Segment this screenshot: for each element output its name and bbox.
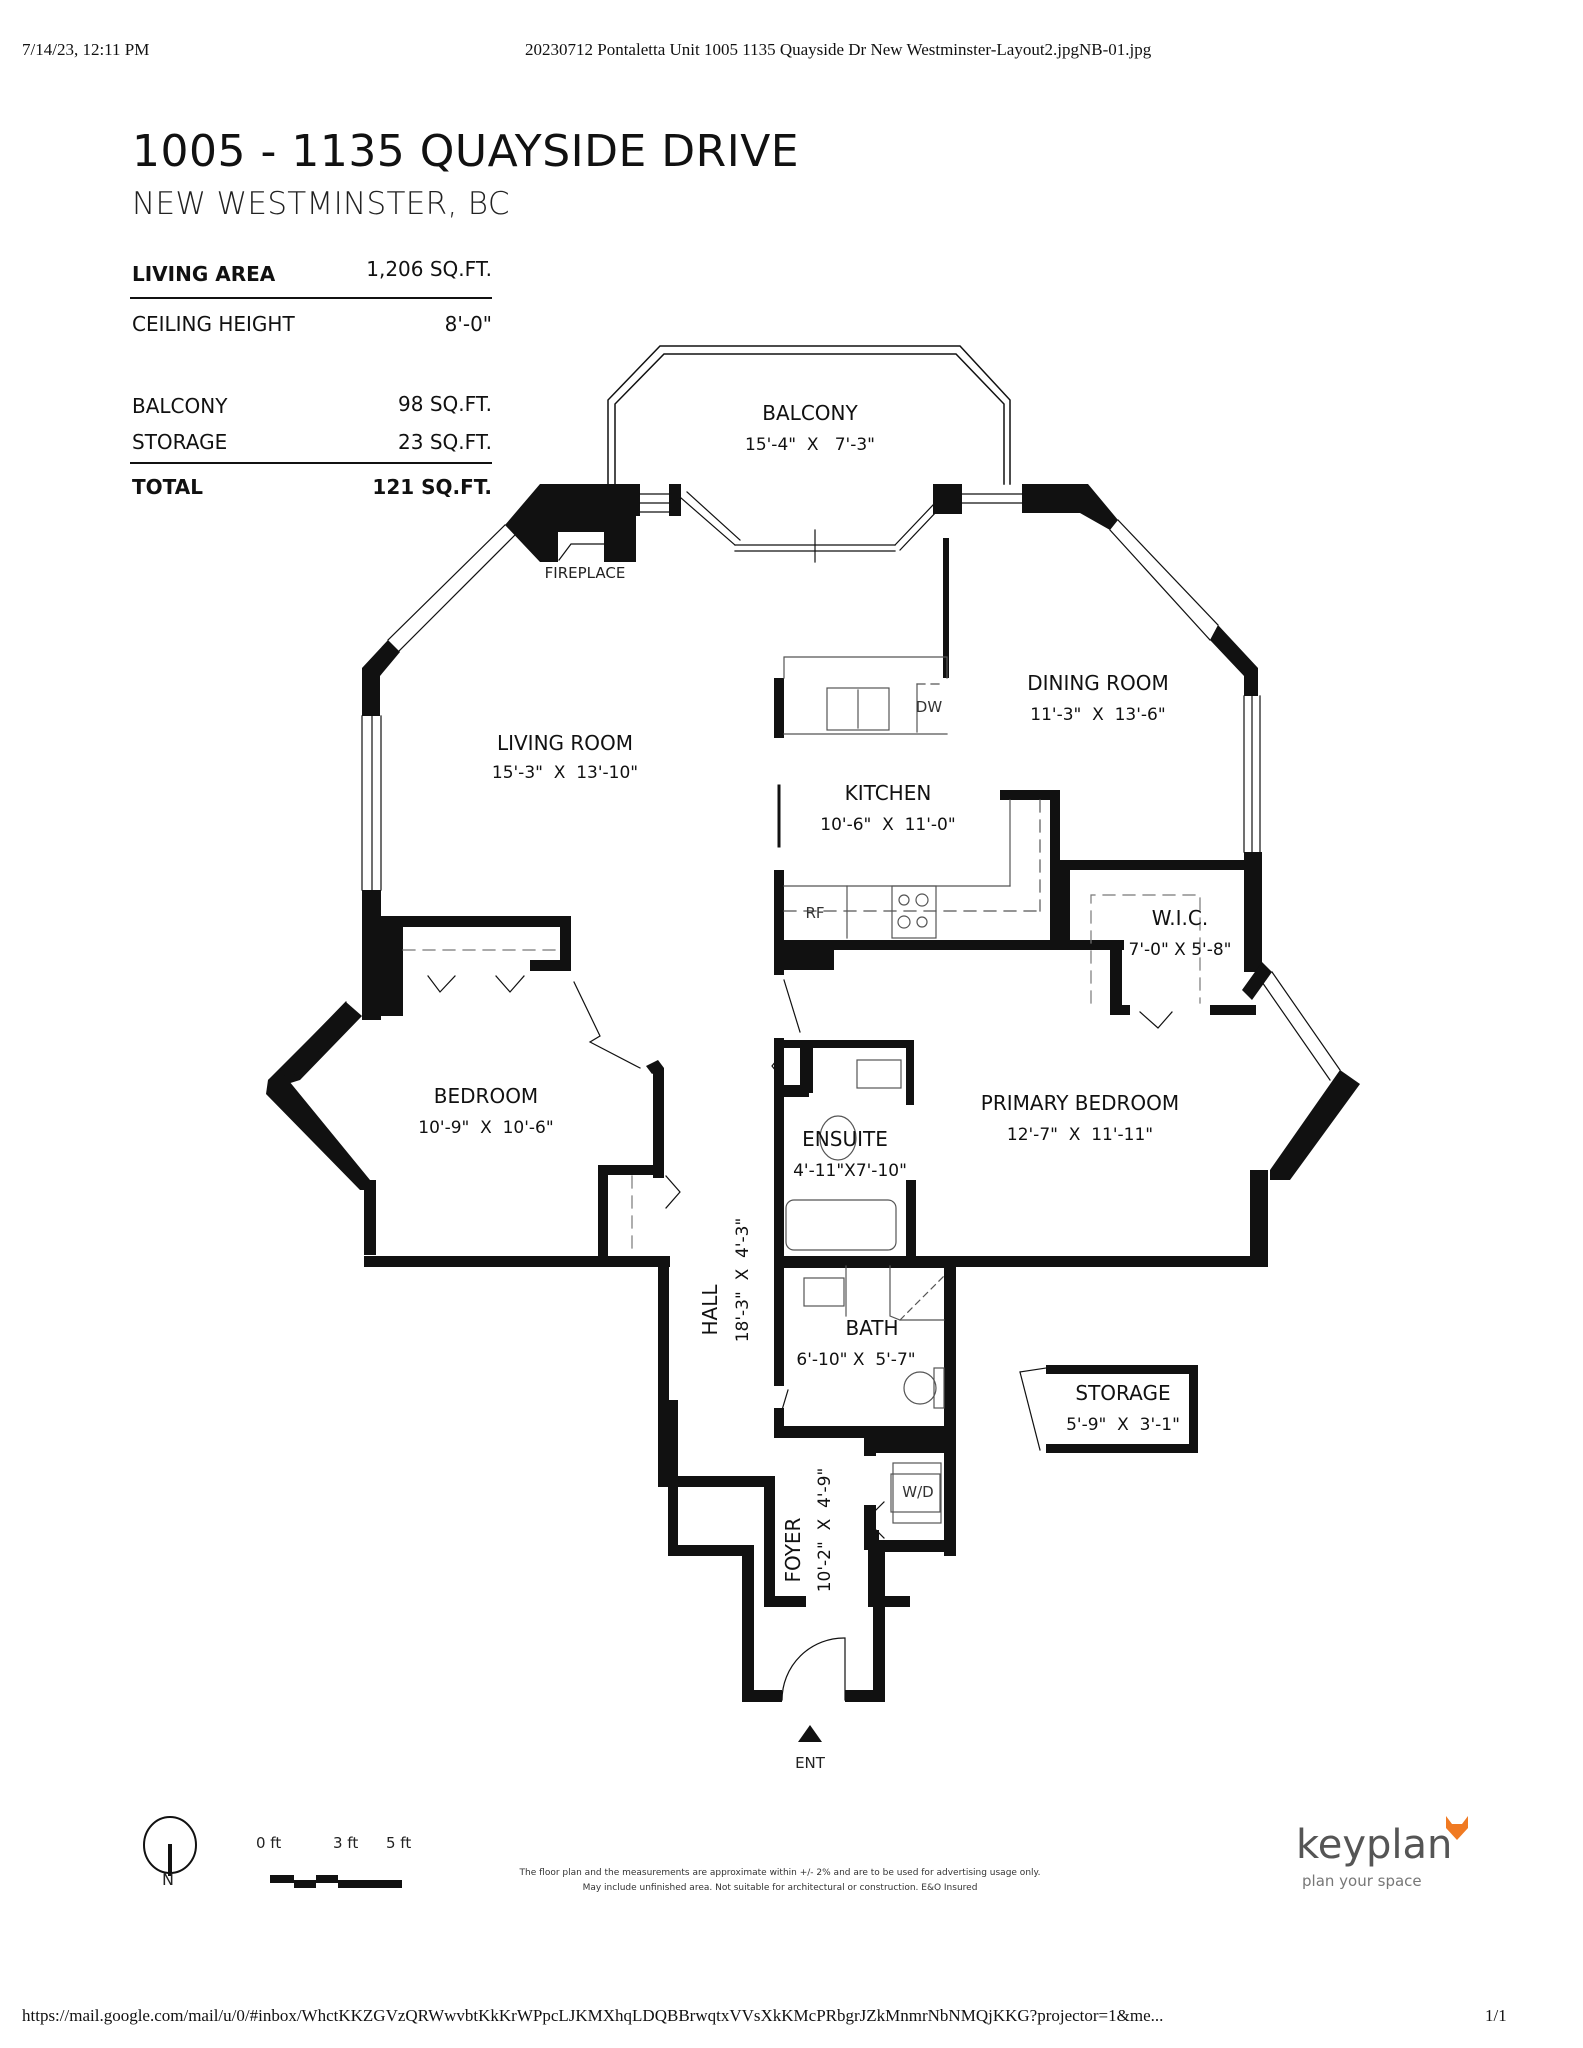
room-name-bedroom: BEDROOM [434, 1084, 538, 1108]
scale-label-5: 5 ft [386, 1834, 412, 1852]
area-row-total: TOTAL 121 SQ.FT. [130, 475, 492, 505]
entrance-label: ENT [795, 1754, 826, 1772]
closet-rods [402, 894, 1201, 1257]
area-value: 8'-0" [444, 312, 492, 336]
room-name-foyer: FOYER [781, 1517, 805, 1582]
room-dims-ensuite: 4'-11"X7'-10" [793, 1161, 907, 1181]
brand-tagline: plan your space [1302, 1872, 1422, 1890]
fox-logo-icon [1446, 1816, 1468, 1840]
walls [266, 484, 1360, 1702]
bath-fixtures [785, 1059, 945, 1524]
room-name-kitchen: KITCHEN [845, 781, 932, 805]
print-url: https://mail.google.com/mail/u/0/#inbox/… [22, 2006, 1164, 2025]
area-row-living: LIVING AREA 1,206 SQ.FT. [130, 257, 492, 292]
area-label: STORAGE [132, 430, 228, 454]
room-dims-primary-bedroom: 12'-7" X 11'-11" [1007, 1125, 1153, 1145]
area-label: LIVING AREA [132, 262, 276, 286]
divider [130, 297, 492, 299]
area-value: 121 SQ.FT. [372, 475, 492, 499]
kitchen-counters [777, 656, 1041, 939]
room-name-living: LIVING ROOM [497, 731, 633, 755]
fixture-washer-dryer: W/D [902, 1483, 933, 1501]
room-name-hall: HALL [698, 1284, 722, 1336]
north-arrow-icon [143, 1816, 197, 1876]
area-value: 23 SQ.FT. [398, 430, 492, 454]
room-name-bath: BATH [845, 1316, 898, 1340]
doors [427, 975, 1173, 1701]
room-dims-bath: 6'-10" X 5'-7" [796, 1350, 915, 1370]
brand-name: keyplan [1296, 1822, 1453, 1868]
scale-bar [270, 1875, 402, 1888]
area-value: 98 SQ.FT. [398, 392, 492, 416]
room-dims-hall: 18'-3" X 4'-3" [733, 1218, 753, 1343]
room-dims-wic: 7'-0" X 5'-8" [1129, 940, 1232, 960]
print-document-title: 20230712 Pontaletta Unit 1005 1135 Quays… [525, 40, 1152, 59]
room-dims-foyer: 10'-2" X 4'-9" [815, 1468, 835, 1593]
divider [130, 462, 492, 464]
area-row-balcony: BALCONY 98 SQ.FT. [130, 392, 492, 424]
disclaimer-line-1: The floor plan and the measurements are … [519, 1868, 1041, 1878]
area-row-storage: STORAGE 23 SQ.FT. [130, 430, 492, 460]
print-datetime: 7/14/23, 12:11 PM [22, 40, 150, 59]
room-dims-storage: 5'-9" X 3'-1" [1066, 1415, 1180, 1435]
room-name-storage: STORAGE [1075, 1381, 1170, 1405]
fixture-dishwasher: DW [916, 698, 943, 716]
area-row-ceiling: CEILING HEIGHT 8'-0" [130, 312, 492, 342]
area-label: TOTAL [132, 475, 203, 499]
balcony-railing [607, 345, 1011, 485]
room-name-ensuite: ENSUITE [802, 1127, 888, 1151]
area-label: CEILING HEIGHT [132, 312, 295, 336]
room-dims-bedroom: 10'-9" X 10'-6" [418, 1118, 553, 1138]
room-dims-dining: 11'-3" X 13'-6" [1030, 705, 1165, 725]
fixture-fireplace: FIREPLACE [545, 564, 626, 582]
room-name-dining: DINING ROOM [1027, 671, 1169, 695]
print-page-number: 1/1 [1485, 2006, 1507, 2025]
area-value: 1,206 SQ.FT. [366, 257, 492, 281]
scale-label-3: 3 ft [333, 1834, 359, 1852]
area-label: BALCONY [132, 394, 228, 418]
property-city: NEW WESTMINSTER, BC [132, 186, 510, 222]
room-name-wic: W.I.C. [1152, 906, 1208, 930]
disclaimer: The floor plan and the measurements are … [480, 1866, 1080, 1896]
disclaimer-line-2: May include unfinished area. Not suitabl… [582, 1883, 978, 1893]
room-dims-balcony: 15'-4" X 7'-3" [745, 435, 875, 455]
room-name-balcony: BALCONY [762, 401, 858, 425]
fireplace-icon [558, 543, 621, 561]
room-dims-living: 15'-3" X 13'-10" [492, 763, 638, 783]
entrance-arrow-icon [798, 1725, 822, 1742]
north-label: N [162, 1870, 174, 1889]
windows [279, 491, 1341, 1081]
brand-logo: keyplan plan your space [1296, 1816, 1468, 1890]
room-name-primary-bedroom: PRIMARY BEDROOM [981, 1091, 1179, 1115]
fixture-fridge: RF [805, 904, 824, 922]
room-dims-kitchen: 10'-6" X 11'-0" [820, 815, 955, 835]
property-address: 1005 - 1135 QUAYSIDE DRIVE [132, 126, 800, 177]
scale-label-0: 0 ft [256, 1834, 282, 1852]
